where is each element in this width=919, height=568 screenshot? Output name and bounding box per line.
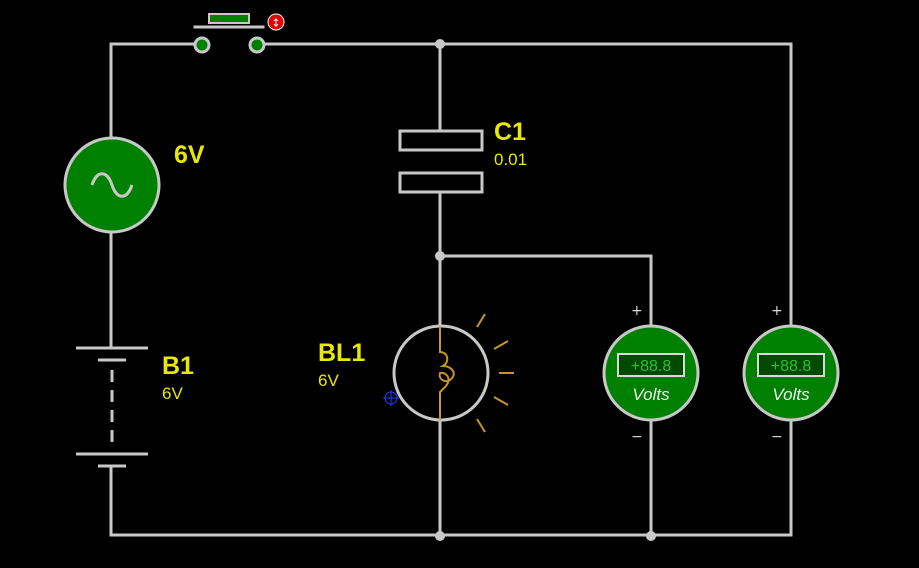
switch-indicator[interactable]: ↕ bbox=[267, 13, 285, 31]
voltmeter-1-plus: + bbox=[631, 303, 643, 319]
battery-b1[interactable]: B1 6V bbox=[76, 346, 194, 468]
voltmeter-1-display bbox=[617, 353, 685, 377]
junction-nodes bbox=[435, 39, 656, 541]
voltmeter-2[interactable]: +88.8 Volts + − bbox=[742, 303, 840, 445]
capacitor-c1[interactable]: C1 0.01 bbox=[398, 118, 527, 194]
switch-contact-right bbox=[248, 36, 266, 54]
lamp-rays-icon bbox=[476, 313, 514, 433]
voltmeter-2-unit: Volts bbox=[772, 385, 810, 404]
switch-indicator-icon[interactable] bbox=[267, 13, 285, 31]
ac-voltage-source[interactable]: 6V bbox=[63, 136, 205, 234]
voltmeter-2-display bbox=[757, 353, 825, 377]
junction-bottom-lamp bbox=[435, 531, 445, 541]
lamp-value-label: 6V bbox=[318, 371, 339, 390]
lamp-name-label: BL1 bbox=[318, 339, 365, 367]
switch-indicator-glyph: ↕ bbox=[271, 17, 280, 30]
junction-top bbox=[435, 39, 445, 49]
voltmeter-1-unit: Volts bbox=[632, 385, 670, 404]
capacitor-name-label: C1 bbox=[494, 118, 526, 146]
voltmeter-1[interactable]: +88.8 Volts + − bbox=[602, 303, 700, 445]
push-button-switch[interactable]: ↕ bbox=[193, 13, 285, 54]
voltmeter-2-minus: − bbox=[771, 429, 783, 445]
battery-value-label: 6V bbox=[162, 384, 183, 403]
lamp-filament-icon bbox=[438, 326, 455, 420]
switch-button-cap[interactable] bbox=[208, 13, 250, 24]
junction-bottom-vm1 bbox=[646, 531, 656, 541]
capacitor-plate-top[interactable] bbox=[398, 129, 484, 152]
voltmeter-1-reading: +88.8 bbox=[631, 358, 672, 375]
voltmeter-2-plus: + bbox=[771, 303, 783, 319]
capacitor-value-label: 0.01 bbox=[494, 150, 527, 169]
junction-mid bbox=[435, 251, 445, 261]
battery-name-label: B1 bbox=[162, 352, 194, 380]
wires bbox=[109, 42, 793, 537]
voltmeter-2-reading: +88.8 bbox=[771, 358, 812, 375]
lamp-bl1[interactable]: BL1 6V bbox=[318, 313, 514, 433]
voltmeter-1-minus: − bbox=[631, 429, 643, 445]
lamp-crosshair-icon bbox=[383, 390, 399, 406]
ac-source-label: 6V bbox=[174, 141, 205, 169]
capacitor-plate-bottom[interactable] bbox=[398, 171, 484, 194]
switch-contact-left bbox=[193, 36, 211, 54]
sine-wave-icon bbox=[90, 172, 134, 198]
